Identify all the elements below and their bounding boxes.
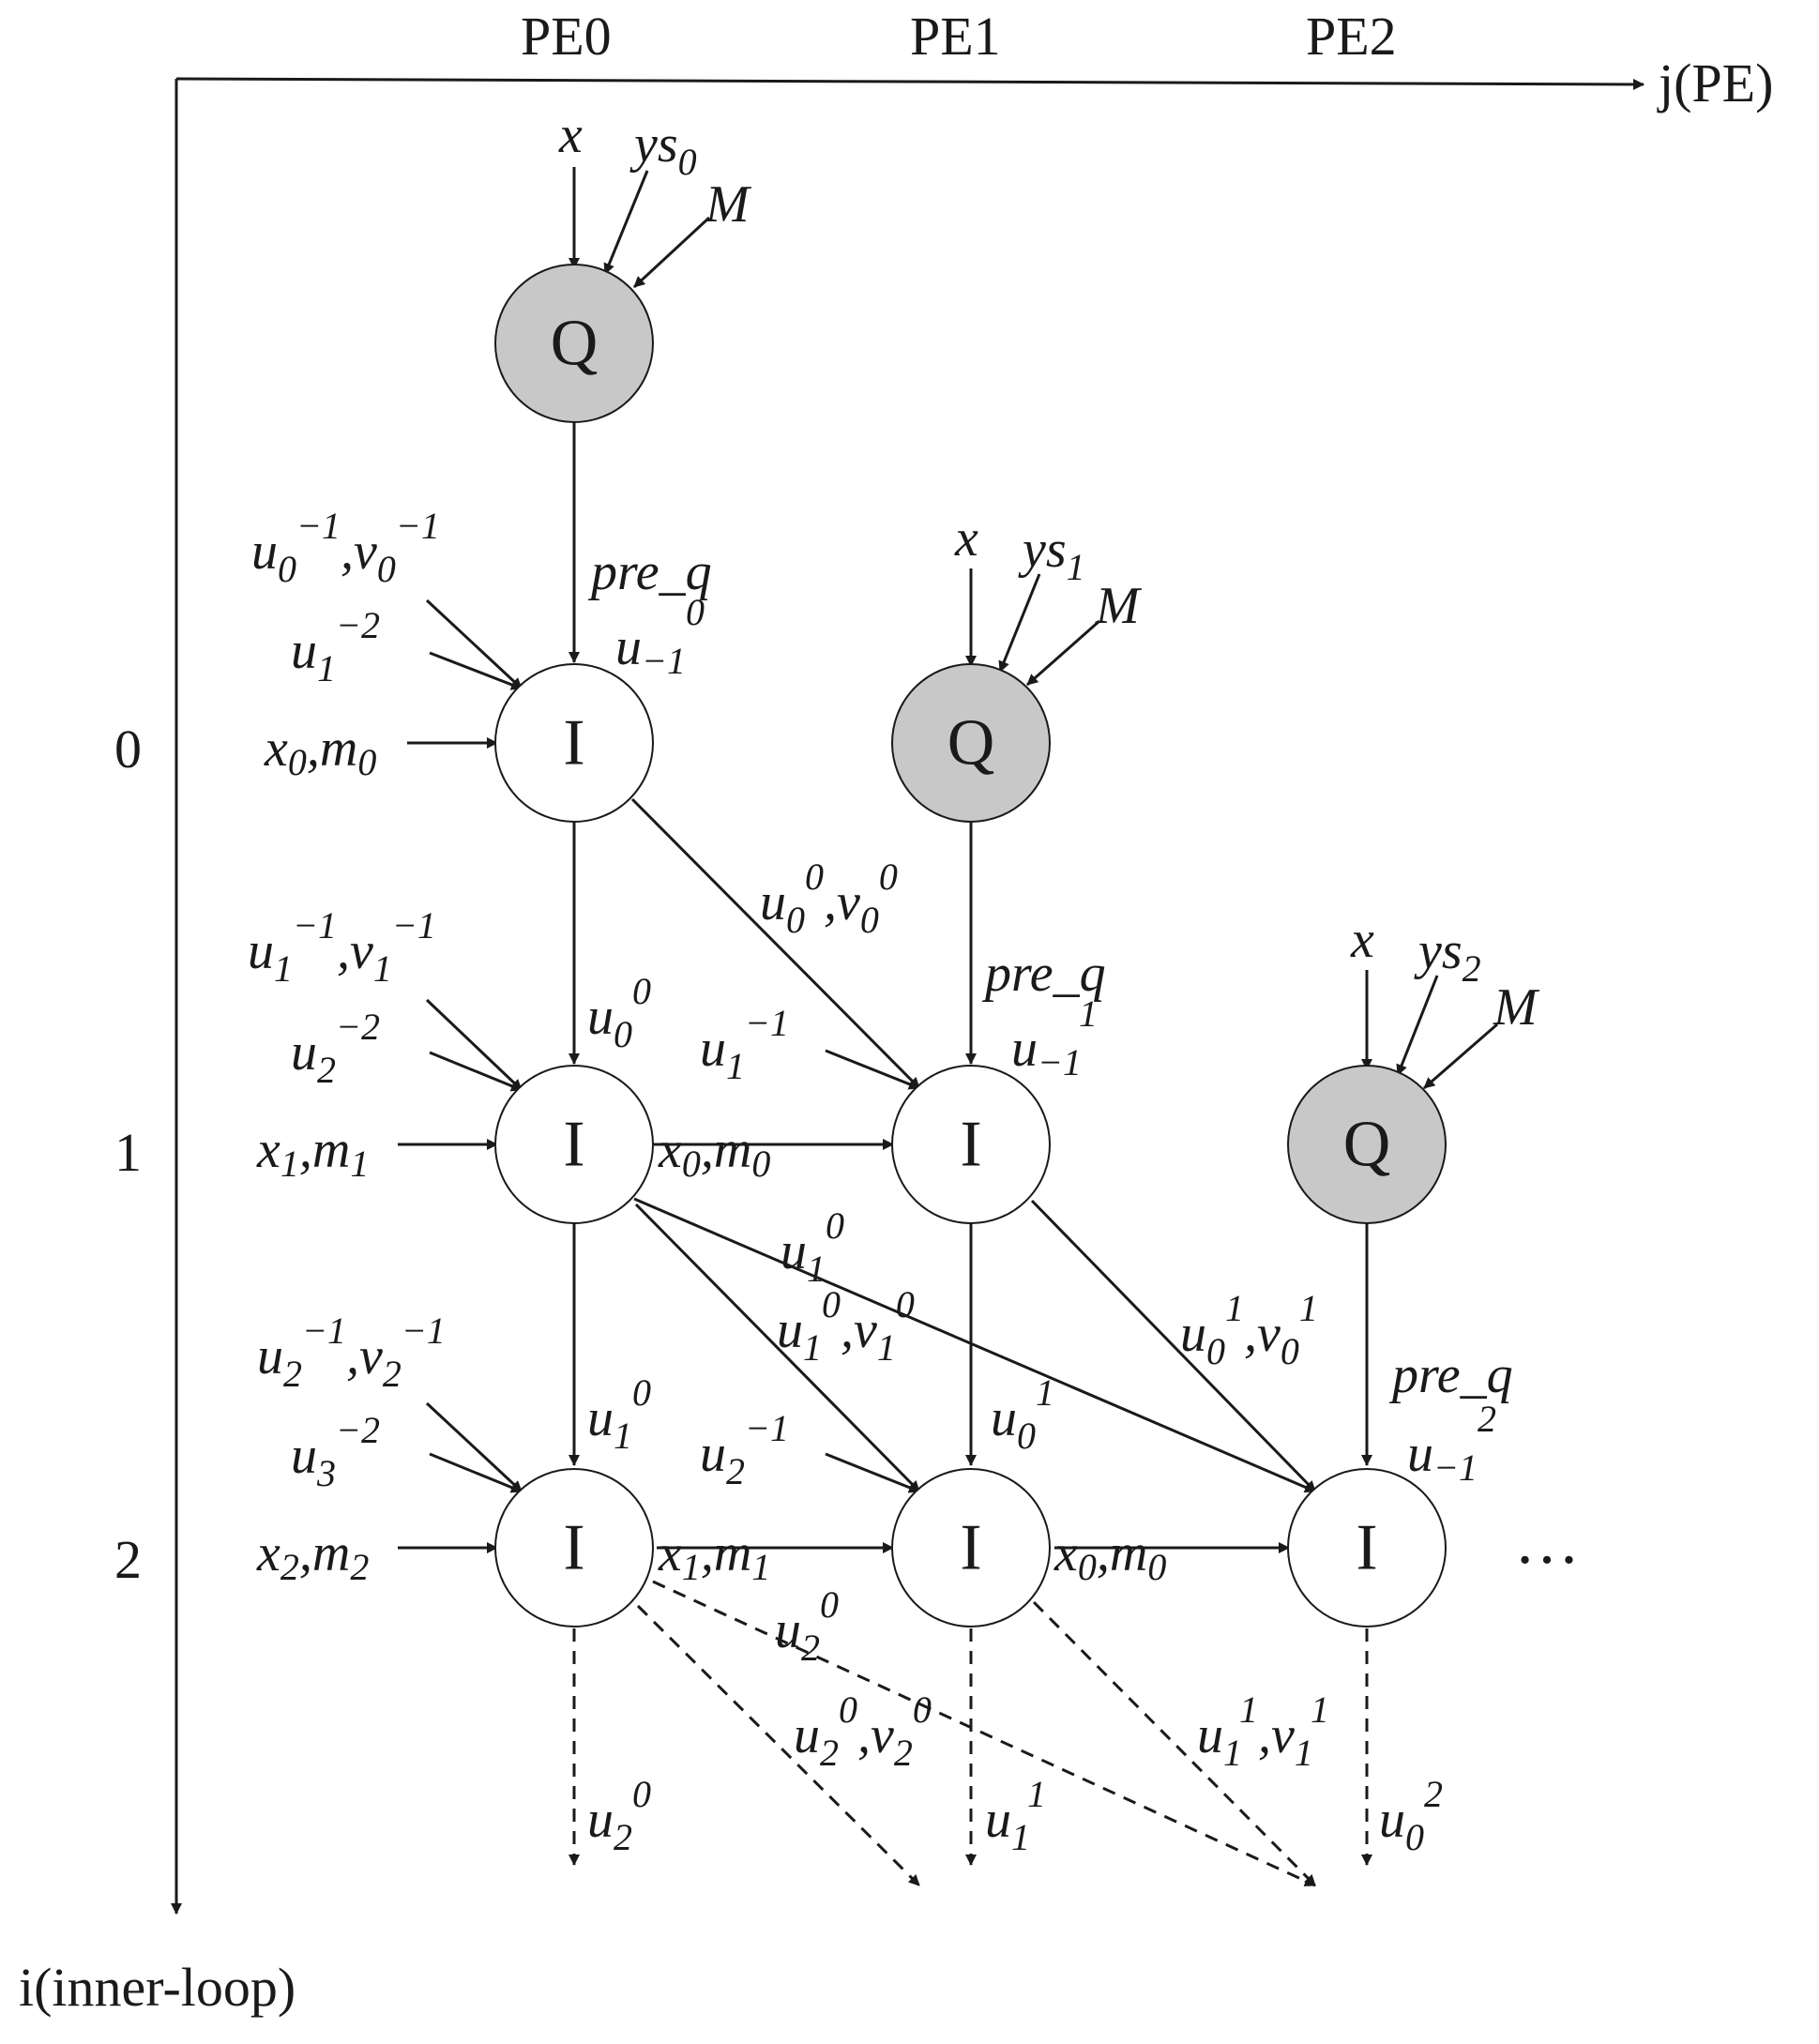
r2-pe1-u-label: u2−1 [700,1407,789,1492]
i-node-label: I [563,1512,584,1584]
q1-m-arrow [1026,619,1100,687]
q1-x-label: x [954,509,978,568]
i-node-r2-pe2: I [1287,1468,1447,1628]
column-header-pe2: PE2 [1306,6,1397,67]
q2-m-arrow [1423,1022,1498,1090]
j-axis [175,77,1645,90]
r1-pe1-diag-label: u01,v01 [1180,1287,1318,1372]
r0-xm-label: x0,m0 [264,719,376,783]
r2-out0-label: u20 [587,1773,651,1858]
r2-uv-label: u2−1,v2−1 [257,1310,446,1395]
r1-diag-label: u10,v10 [777,1283,915,1369]
r2-pe1-u-arrow [825,1452,920,1493]
q0-m-label: M [705,175,752,234]
q-node-label: Q [1343,1109,1391,1181]
r1-uv-label: u1−1,v1−1 [248,904,436,990]
i10-to-i21-arrow [634,1203,921,1493]
q-node-label: Q [947,707,995,780]
column-header-pe0: PE0 [521,6,612,67]
r0-u-label: u1−2 [291,604,380,689]
r2-u-label: u3−2 [291,1409,380,1494]
r1-pe1-u-arrow [825,1049,920,1090]
q0-ys-label: ys0 [629,115,697,183]
q2-ys-label: ys2 [1414,922,1481,990]
r2-xm-mid1-label: x1,m1 [658,1524,770,1588]
r1-pe1-u-top-label: u−11 [1011,992,1098,1083]
r2-long-u-label: u20 [775,1583,839,1669]
r0-u-top-label: u−10 [615,591,705,682]
i-node-label: I [960,1109,981,1181]
q2-m-label: M [1493,978,1540,1037]
q1-ys-label: ys1 [1018,521,1085,588]
row-label-1: 1 [114,1122,142,1183]
r1-xm-mid-label: x0,m0 [658,1121,770,1185]
row-label-2: 2 [114,1529,142,1590]
r2-pe2-u-top-label: u−12 [1407,1398,1496,1489]
r2-out1-label: u11 [985,1773,1046,1858]
i-node-r1-pe1: I [891,1065,1051,1224]
q0-x-label: x [558,106,583,164]
i-node-r1-pe0: I [494,1065,654,1224]
q2-x-label: x [1350,911,1374,969]
r0-uv-arrow [425,598,523,690]
r1-long-u-label: u10 [781,1204,844,1290]
q0-m-arrow [632,216,711,289]
i00-to-i11-arrow [630,797,921,1090]
column-header-pe1: PE1 [910,6,1001,67]
q-node-label: Q [551,308,599,380]
continuation-ellipsis: … [1514,1506,1580,1578]
i-node-r0-pe0: I [494,663,654,823]
q1-ys-arrow [998,573,1041,673]
row-label-0: 0 [114,719,142,780]
q-node-pe1: Q [891,663,1051,823]
r2-xm-mid2-label: x0,m0 [1054,1524,1166,1588]
r0-u-arrow [429,651,523,690]
pre-q-label-pe2: pre_q [1388,1346,1513,1404]
r1-u-arrow [429,1051,523,1092]
q-node-pe2: Q [1287,1065,1447,1224]
r2-pe1-diag-label: u11,v11 [1197,1688,1329,1774]
q1-m-label: M [1095,577,1143,635]
i11-to-i22-arrow [1030,1199,1317,1493]
i20-long-dashed [652,1580,1316,1887]
i-node-r2-pe1: I [891,1468,1051,1628]
pre-q-label-pe1: pre_q [981,945,1106,1003]
r2-u-down-label: u10 [587,1371,651,1457]
r0-diag-label: u00,v00 [760,855,898,941]
r1-u-label: u2−2 [291,1006,380,1091]
r1-xm-label: x1,m1 [256,1121,369,1185]
r2-out2-label: u02 [1379,1773,1443,1858]
i-node-label: I [1356,1512,1377,1584]
i-node-label: I [563,707,584,780]
r2-diag-label: u20,v20 [794,1688,932,1774]
q2-ys-arrow [1396,975,1439,1076]
i10-to-i22-arrow [633,1197,1316,1493]
q-node-pe0: Q [494,264,654,423]
r2-xm-label: x2,m2 [256,1524,369,1588]
q0-ys-arrow [603,170,649,275]
r2-u-arrow [429,1452,523,1493]
i-node-label: I [563,1109,584,1181]
i-node-label: I [960,1512,981,1584]
r1-pe1-u-label: u1−1 [700,1002,789,1087]
r0-uv-label: u0−1,v0−1 [251,505,440,590]
i-axis-label: i(inner-loop) [19,1957,296,2018]
j-axis-label: j(PE) [1657,53,1773,114]
r2-uv-arrow [425,1401,523,1493]
r1-uv-arrow [425,998,523,1092]
r1-u-down-label: u00 [587,970,651,1055]
i-node-r2-pe0: I [494,1468,654,1628]
r2-pe1-u-down-label: u01 [991,1371,1054,1457]
pre-q-label-pe0: pre_q [587,543,712,601]
